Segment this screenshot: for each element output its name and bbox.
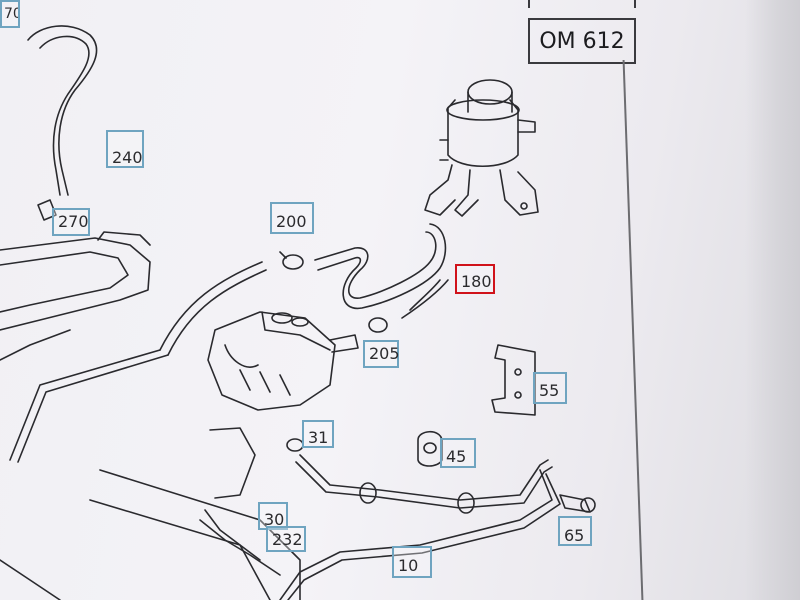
engine-code-label: OM 612 (528, 18, 636, 64)
callout-65[interactable]: 65 (558, 516, 592, 546)
callout-45[interactable]: 45 (440, 438, 476, 468)
callout-10[interactable]: 10 (392, 546, 432, 578)
mount-45[interactable] (417, 430, 443, 467)
callout-180[interactable]: 180 (455, 264, 495, 294)
clamp-205[interactable] (368, 317, 388, 333)
reservoir-assembly[interactable] (424, 79, 539, 217)
steering-pump[interactable] (207, 311, 359, 411)
callout-200[interactable]: 200 (270, 202, 314, 234)
callout-30[interactable]: 30 (258, 502, 288, 530)
bolt-65[interactable] (559, 494, 596, 513)
clamp-200[interactable] (279, 251, 304, 270)
callout-31[interactable]: 31 (302, 420, 334, 448)
frame-member[interactable] (0, 231, 151, 361)
bracket-55[interactable] (491, 344, 536, 416)
screen-bezel (745, 0, 800, 600)
feed-line[interactable] (9, 261, 267, 463)
callout-240[interactable]: 240 (106, 130, 144, 168)
callout-55[interactable]: 55 (533, 372, 567, 404)
header-frame-top (528, 0, 636, 8)
steering-rack[interactable] (0, 427, 301, 600)
callout-205[interactable]: 205 (363, 340, 400, 368)
callout-232[interactable]: 232 (266, 526, 306, 552)
callout-70[interactable]: 70 (0, 0, 20, 28)
clip-270[interactable] (37, 199, 57, 221)
callout-270[interactable]: 270 (52, 208, 90, 236)
hose-180[interactable] (314, 223, 449, 319)
hose-240[interactable] (27, 25, 98, 196)
